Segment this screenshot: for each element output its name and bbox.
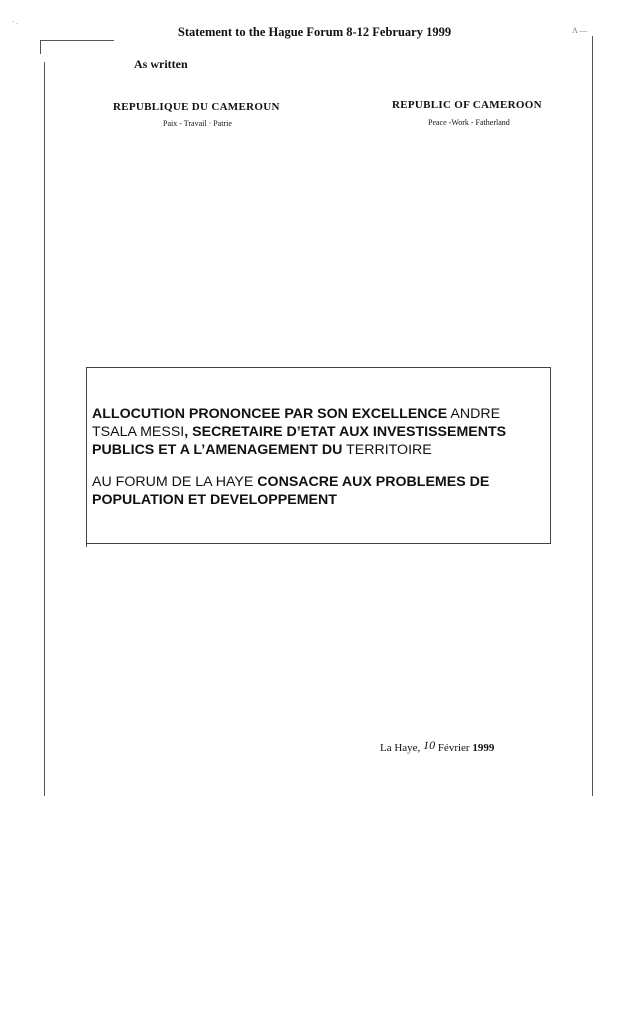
as-written-note: As written <box>134 57 188 71</box>
frame-left-line <box>44 62 45 796</box>
title-line2-regular: TSALA MESSI <box>92 424 185 440</box>
republic-motto-english: Peace -Work - Fatherland <box>428 118 510 127</box>
corner-mark-left: · . <box>12 18 18 26</box>
place-name: La Haye, <box>380 742 421 754</box>
speech-title: ALLOCUTION PRONONCEE PAR SON EXCELLENCE … <box>92 405 548 509</box>
place-and-date: La Haye, 10 Février 1999 <box>380 738 494 754</box>
title-line1-bold: ALLOCUTION PRONONCEE PAR SON EXCELLENCE <box>92 406 448 422</box>
month-name: Février <box>437 742 470 754</box>
document-header: Statement to the Hague Forum 8-12 Februa… <box>177 25 452 39</box>
republic-name-french: REPUBLIQUE DU CAMEROUN <box>113 101 280 113</box>
title-line4-bold: CONSACRE AUX PROBLEMES DE <box>253 474 490 490</box>
speech-title-paragraph-1: ALLOCUTION PRONONCEE PAR SON EXCELLENCE … <box>92 405 548 459</box>
title-line2-bold: , SECRETAIRE D’ETAT AUX INVESTISSEMENTS <box>184 424 507 440</box>
frame-right-line <box>592 36 593 796</box>
speech-title-paragraph-2: AU FORUM DE LA HAYE CONSACRE AUX PROBLEM… <box>92 473 548 509</box>
title-line3-bold: PUBLICS ET A L’AMENAGEMENT DU <box>92 442 343 458</box>
title-line3-regular: TERRITOIRE <box>342 442 432 458</box>
frame-left-line-top <box>40 40 41 54</box>
title-line1-regular: ANDRE <box>447 406 501 422</box>
title-box <box>86 367 551 544</box>
handwritten-day: 10 <box>423 738 436 752</box>
title-line4-regular: AU FORUM DE LA HAYE <box>92 474 254 490</box>
corner-mark-right: A — <box>572 26 588 35</box>
title-line5-bold: POPULATION ET DEVELOPPEMENT <box>92 492 337 508</box>
title-box-left-border <box>86 367 87 547</box>
frame-top-left-line <box>40 40 114 41</box>
republic-name-english: REPUBLIC OF CAMEROON <box>392 99 542 111</box>
year: 1999 <box>472 742 495 754</box>
republic-motto-french: Paix - Travail · Patrie <box>163 119 232 128</box>
